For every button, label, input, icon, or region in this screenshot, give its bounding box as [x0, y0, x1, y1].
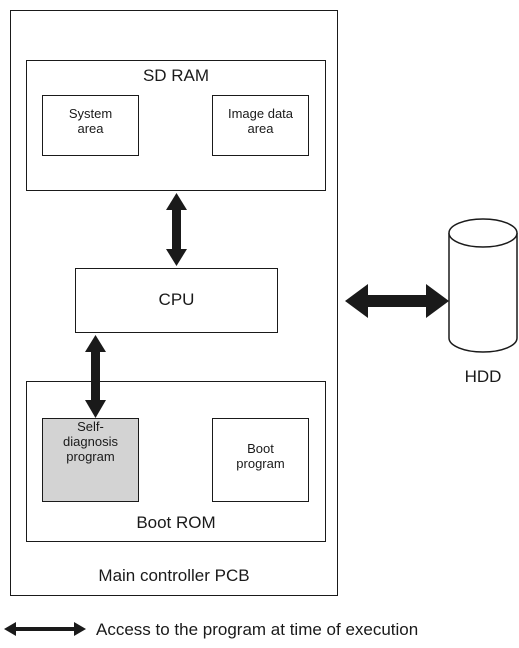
- system-area-box: [42, 95, 139, 156]
- sdram-cpu-arrow: [166, 193, 187, 266]
- legend-arrow-icon: [4, 622, 86, 636]
- cpu-box: [75, 268, 278, 333]
- hdd-label: HDD: [464, 367, 502, 386]
- legend-text: Access to the program at time of executi…: [96, 620, 419, 639]
- cpu-label: CPU: [158, 290, 195, 309]
- sdram-label: SD RAM: [142, 66, 210, 85]
- cpu-selfdiag-arrow: [85, 335, 106, 418]
- self-diagnosis-program-box: [42, 418, 139, 502]
- image-data-area-label: Image data area: [227, 106, 294, 136]
- system-area-label: System area: [68, 106, 113, 136]
- self-diagnosis-program-label: Self- diagnosis program: [63, 419, 118, 464]
- boot-program-label: Boot program: [236, 441, 285, 471]
- boot-program-box: [212, 418, 309, 502]
- pcb-hdd-arrow: [345, 284, 449, 318]
- image-data-area-box: [212, 95, 309, 156]
- hdd-cylinder-icon: [448, 218, 518, 353]
- pcb-label: Main controller PCB: [98, 566, 250, 585]
- boot-rom-label: Boot ROM: [136, 513, 216, 532]
